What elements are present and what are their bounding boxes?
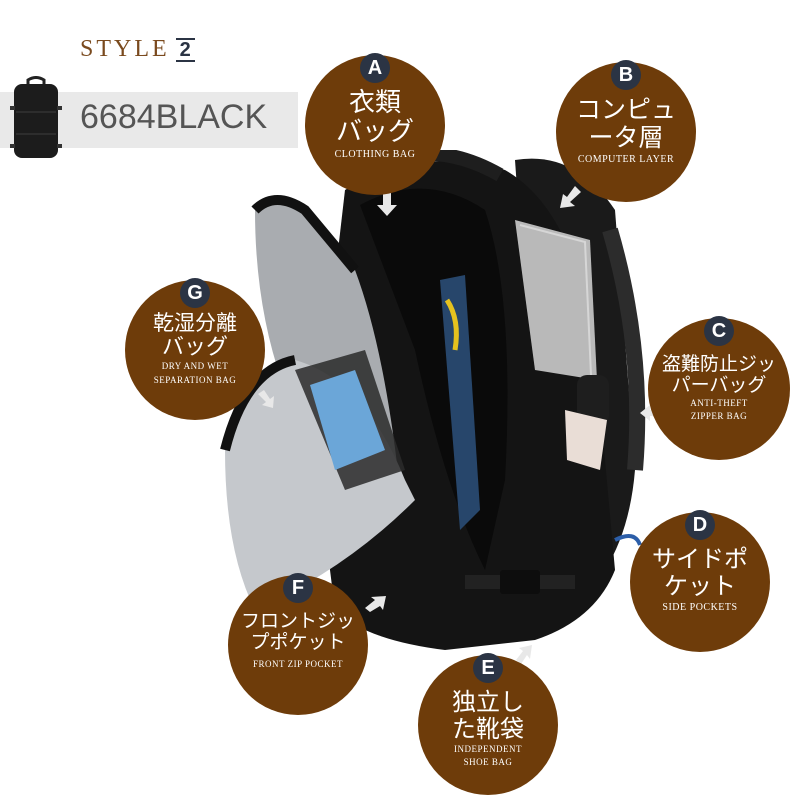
callout-jp-line2: ータ層 [588, 123, 664, 152]
callout-jp-line2: た靴袋 [452, 714, 524, 743]
badge-letter: F [283, 573, 313, 603]
style-number: 2 [175, 38, 195, 62]
callout-computer-layer: B コンピュ ータ層 COMPUTER LAYER [556, 60, 696, 202]
callout-jp-line2: ケット [664, 571, 736, 600]
badge-letter: B [611, 60, 641, 90]
style-label: STYLE [80, 36, 170, 62]
callout-jp-line1: 乾湿分離 [153, 311, 237, 335]
backpack-product-image [215, 146, 655, 651]
callout-en-line1: SIDE POCKETS [662, 601, 738, 613]
callout-en-line1: COMPUTER LAYER [577, 154, 675, 165]
callout-jp-line1: コンピュ [575, 95, 676, 124]
callout-jp-line2: パーバッグ [671, 374, 767, 397]
callout-jp-line2: バッグ [161, 334, 228, 360]
badge-letter: A [360, 53, 390, 83]
badge-letter: D [685, 510, 715, 540]
callout-en-line1: INDEPENDENT [454, 743, 522, 754]
callout-jp-line1: フロントジッ [240, 610, 355, 632]
callout-dry-wet-separation-bag: G 乾湿分離 バッグ DRY AND WET SEPARATION BAG [125, 278, 265, 420]
callout-side-pockets: D サイドポ ケット SIDE POCKETS [630, 510, 770, 652]
callout-en-line1: CLOTHING BAG [334, 149, 416, 161]
badge-letter: G [180, 278, 210, 308]
callout-jp-line1: 盗難防止ジッ [661, 353, 776, 375]
callout-jp-line2: プポケット [250, 631, 346, 654]
callout-clothing-bag: A 衣類 バッグ CLOTHING BAG [305, 53, 445, 195]
callout-jp-line2: バッグ [335, 117, 414, 148]
callout-jp-line1: 衣類 [348, 88, 401, 118]
callout-en-line2: SHOE BAG [463, 757, 513, 768]
callout-en-line2: SEPARATION BAG [153, 374, 237, 385]
callout-jp-line1: サイドポ [652, 545, 748, 573]
color-code-label: 6684BLACK [80, 98, 268, 136]
callout-en-line1: ANTI-THEFT [690, 397, 748, 408]
callout-en-line1: FRONT ZIP POCKET [252, 658, 343, 669]
callout-en-line2: ZIPPER BAG [690, 411, 748, 422]
callout-independent-shoe-bag: E 独立し た靴袋 INDEPENDENT SHOE BAG [418, 653, 558, 795]
badge-letter: C [704, 316, 734, 346]
callout-jp-line1: 独立し [452, 688, 524, 716]
callout-en-line1: DRY AND WET [161, 361, 229, 372]
callout-front-zip-pocket: F フロントジッ プポケット FRONT ZIP POCKET [228, 573, 368, 715]
callout-anti-theft-zipper-bag: C 盗難防止ジッ パーバッグ ANTI-THEFT ZIPPER BAG [648, 316, 790, 460]
badge-letter: E [473, 653, 503, 683]
backpack-thumbnail [8, 76, 64, 160]
